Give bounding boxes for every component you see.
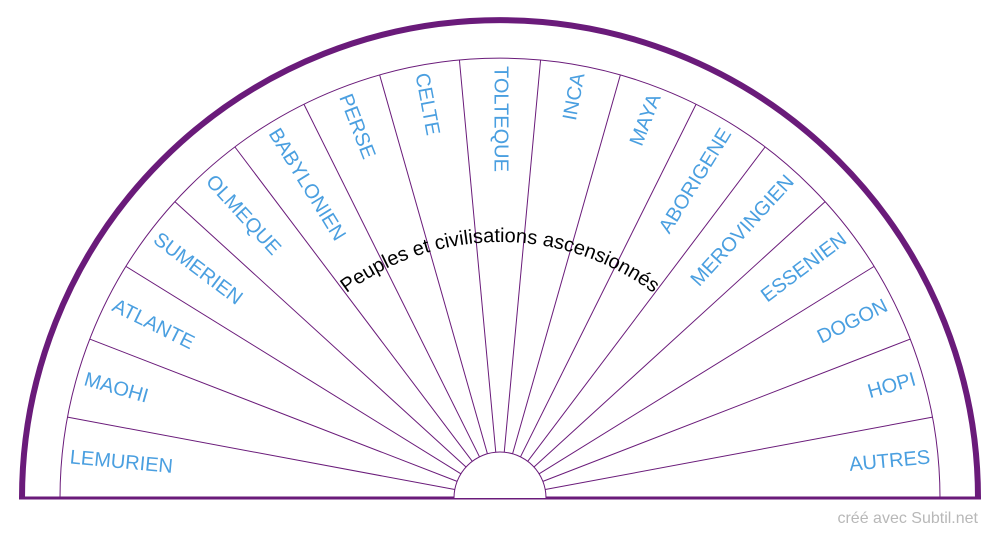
divider-line bbox=[527, 146, 766, 462]
segment-label: BABYLONIEN bbox=[264, 125, 350, 245]
segment-label: HOPI bbox=[865, 369, 918, 404]
divider-line bbox=[542, 338, 911, 482]
divider-line bbox=[89, 338, 458, 482]
divider-line bbox=[533, 201, 826, 468]
segment-label: MAYA bbox=[626, 90, 666, 149]
segment-label: TOLTEQUE bbox=[490, 66, 512, 172]
segment-label: ABORIGENE bbox=[655, 125, 736, 238]
divider-line bbox=[458, 59, 497, 453]
divider-line bbox=[174, 201, 467, 468]
divider-line bbox=[512, 74, 621, 454]
chart-title-path: Peuples et civilisations ascensionnés bbox=[337, 225, 664, 297]
segment-dividers bbox=[60, 59, 940, 499]
divider-line bbox=[503, 59, 542, 453]
segment-label: INCA bbox=[559, 71, 590, 123]
inner-arcs bbox=[59, 57, 941, 499]
segment-label: SUMERIEN bbox=[149, 228, 247, 309]
segment-label: MAOHI bbox=[82, 369, 151, 408]
divider-line bbox=[67, 416, 455, 491]
segment-label: DOGON bbox=[814, 295, 891, 348]
divider-line bbox=[545, 416, 933, 491]
divider-line bbox=[303, 103, 480, 458]
segment-label: CELTE bbox=[411, 71, 444, 137]
divider-line bbox=[520, 103, 697, 458]
center-hub bbox=[453, 451, 547, 499]
segment-label: AUTRES bbox=[848, 446, 931, 475]
segment-label: LEMURIEN bbox=[69, 446, 174, 477]
divider-line bbox=[379, 74, 488, 454]
divider-line bbox=[125, 265, 462, 475]
outer-arc bbox=[19, 17, 981, 499]
segment-label: ATLANTE bbox=[109, 295, 198, 354]
segment-label: PERSE bbox=[334, 91, 379, 162]
segment-label: ESSENIEN bbox=[757, 228, 851, 307]
credit-text: créé avec Subtil.net bbox=[837, 510, 978, 527]
segment-label: OLMEQUE bbox=[201, 171, 285, 260]
segment-outer-arc bbox=[59, 57, 941, 499]
divider-line bbox=[538, 265, 875, 475]
divider-line bbox=[234, 146, 473, 462]
chart-title: Peuples et civilisations ascensionnés bbox=[337, 225, 664, 297]
